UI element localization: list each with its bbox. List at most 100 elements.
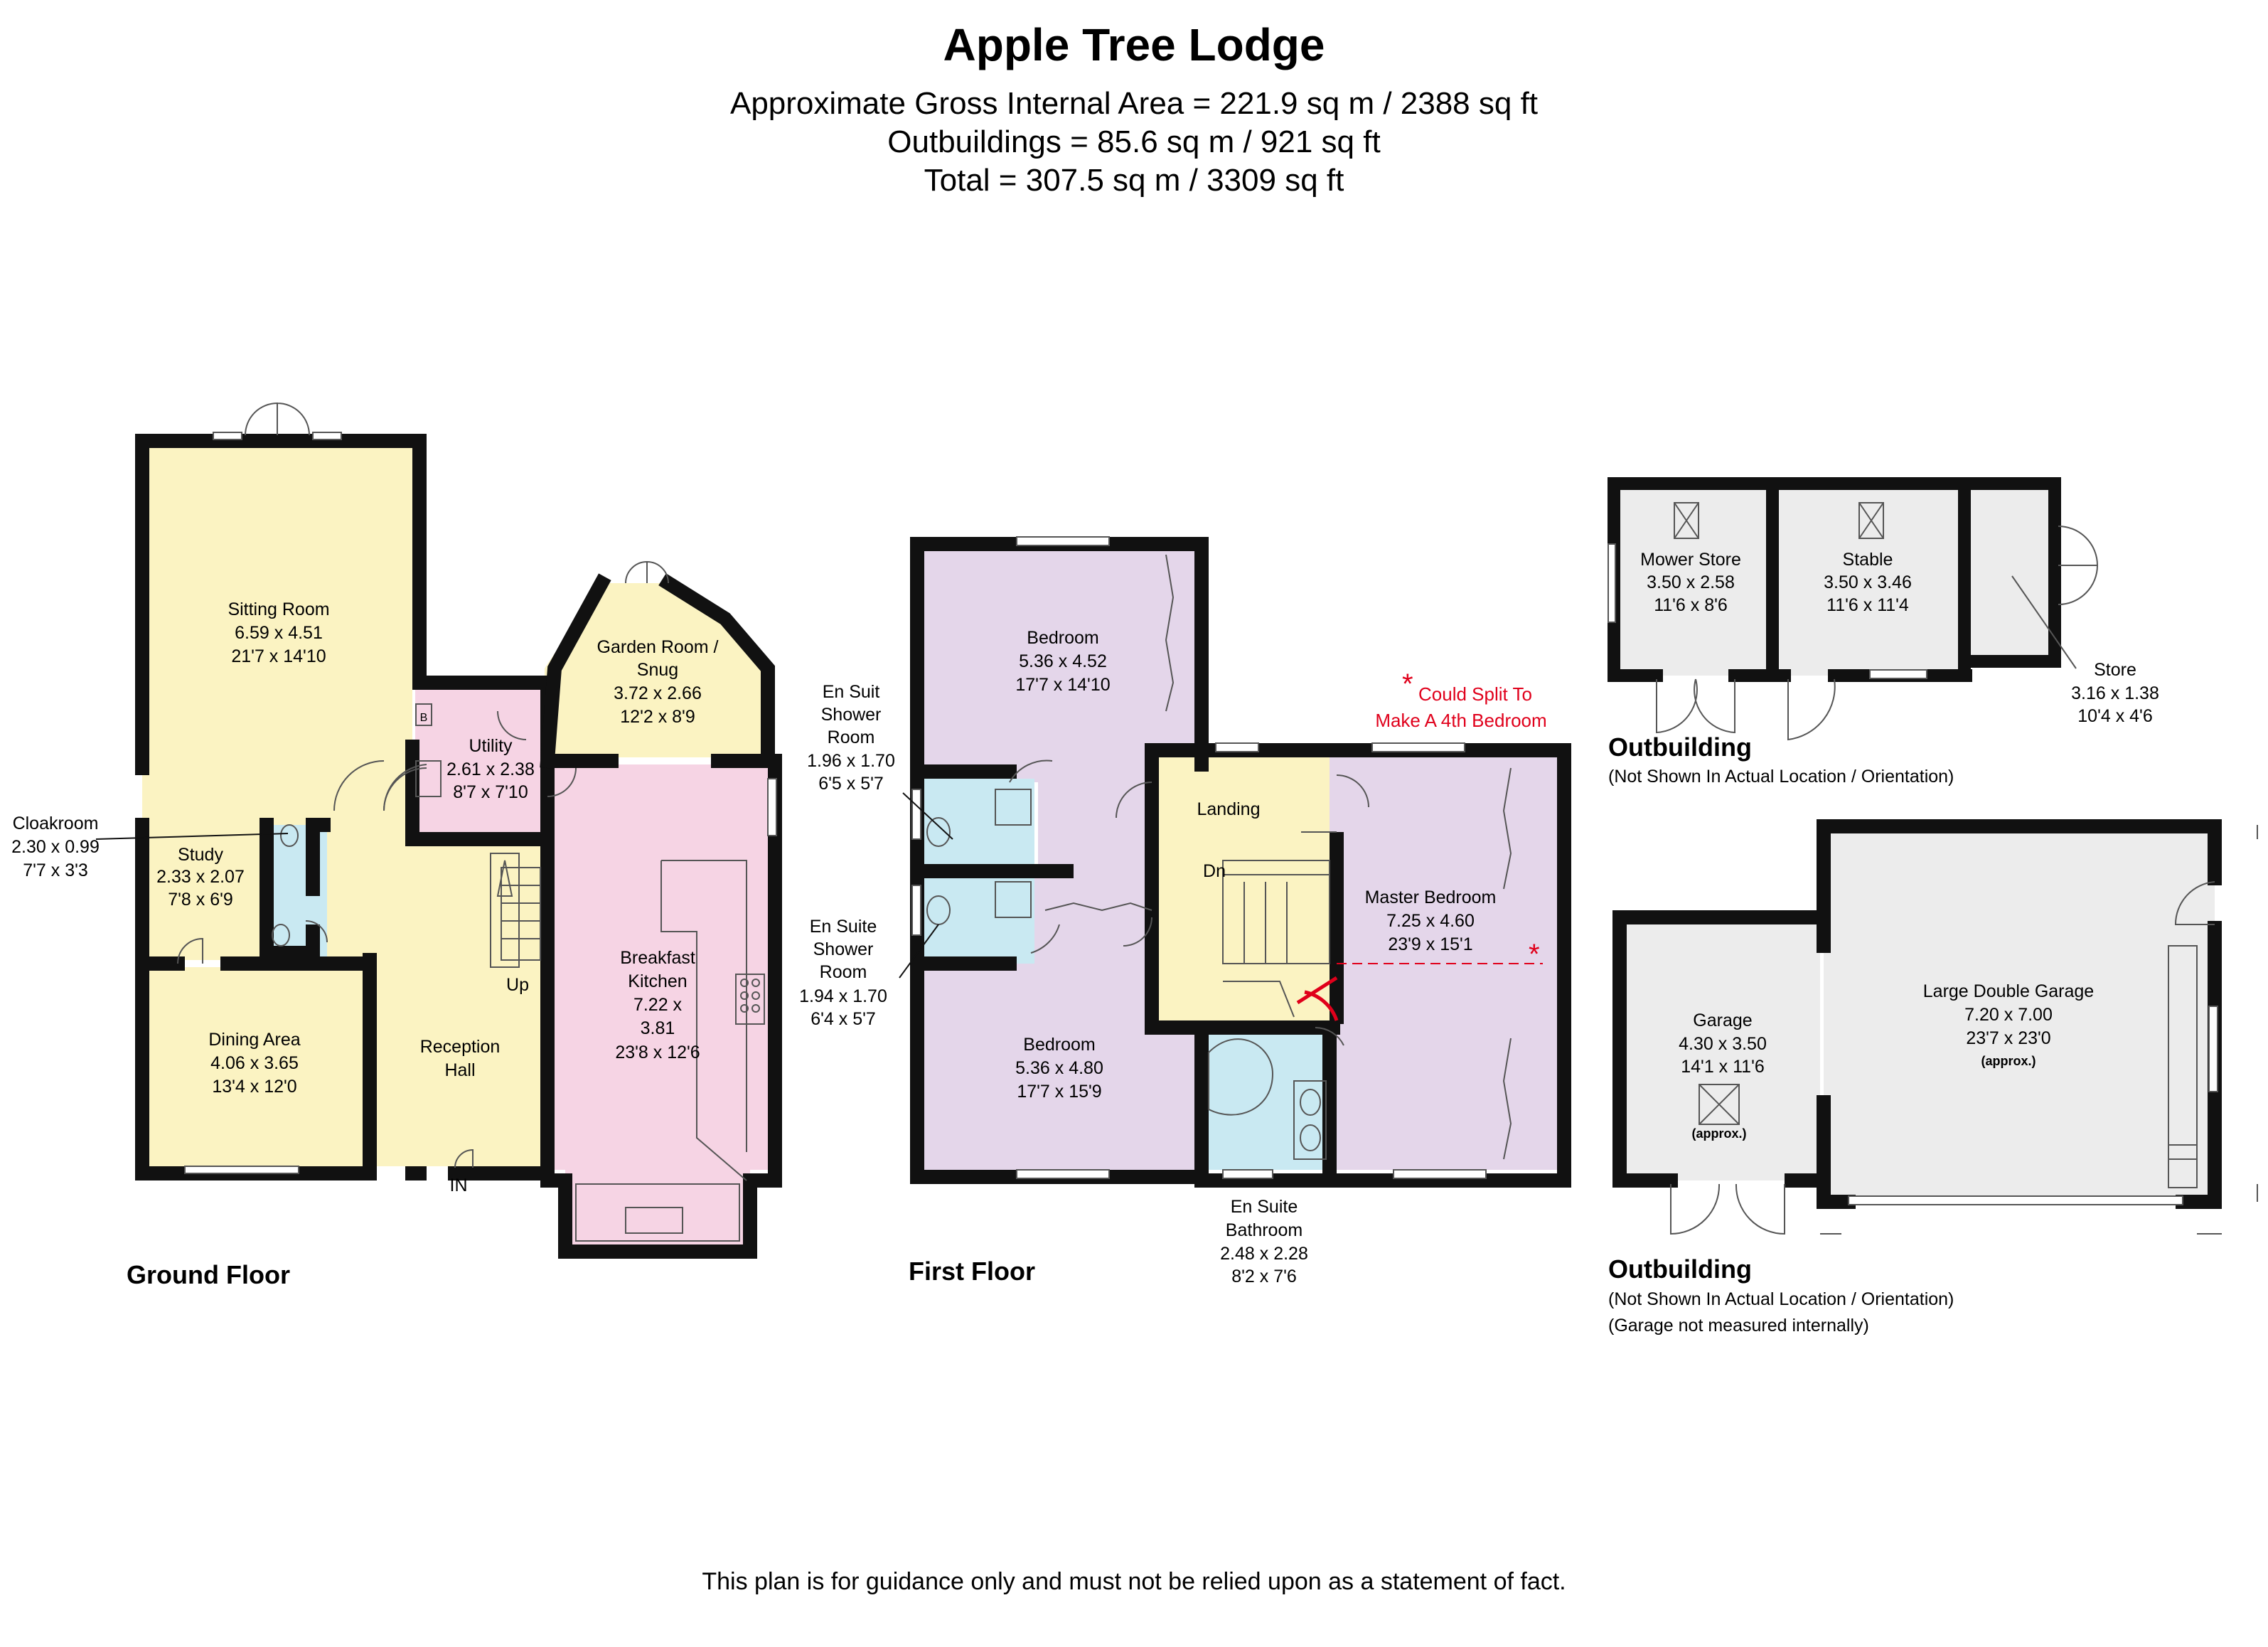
garden-room-name-1: Garden Room / [597, 637, 719, 657]
cloakroom-name: Cloakroom [13, 814, 99, 833]
bathroom-imperial: 8'2 x 7'6 [1231, 1267, 1297, 1286]
utility-imperial: 8'7 x 7'10 [453, 782, 528, 802]
double-garage-name: Large Double Garage [1923, 981, 2094, 1001]
utility-metric: 2.61 x 2.38 [446, 759, 535, 779]
stairs-down-label: Dn [1203, 861, 1226, 881]
outbuilding1-subtitle: (Not Shown In Actual Location / Orientat… [1608, 767, 1954, 787]
bedroom1-name: Bedroom [1027, 628, 1098, 648]
mower-store-imperial: 11'6 x 8'6 [1654, 595, 1728, 615]
garden-room-imperial: 12'2 x 8'9 [620, 707, 695, 727]
outbuilding1-heading: Outbuilding [1608, 732, 1752, 762]
outbuilding-1: Mower Store 3.50 x 2.58 11'6 x 8'6 Stabl… [1608, 477, 2159, 787]
dining-metric: 4.06 x 3.65 [210, 1053, 299, 1073]
store-imperial: 10'4 x 4'6 [2077, 706, 2152, 726]
stable-name: Stable [1843, 550, 1893, 570]
cloakroom-imperial: 7'7 x 3'3 [23, 860, 88, 880]
kitchen-fill [555, 764, 775, 1170]
bedroom1-fill [924, 544, 1202, 782]
study-metric: 2.33 x 2.07 [156, 867, 245, 887]
study-name: Study [178, 845, 223, 865]
store-metric: 3.16 x 1.38 [2071, 683, 2159, 703]
double-garage-approx: (approx.) [1981, 1054, 2036, 1068]
kitchen-metric-1: 7.22 x [633, 995, 683, 1015]
ground-floor-label: Ground Floor [127, 1260, 290, 1289]
gross-internal-area: Approximate Gross Internal Area = 221.9 … [730, 86, 1538, 121]
landing-label: Landing [1197, 799, 1261, 819]
mower-store-metric: 3.50 x 2.58 [1647, 572, 1735, 592]
door-swing-red [1296, 976, 1339, 1021]
bedroom2-metric: 5.36 x 4.80 [1015, 1058, 1103, 1078]
ensuite2-name-1: En Suite [810, 917, 877, 937]
cloakroom-metric: 2.30 x 0.99 [11, 837, 100, 857]
kitchen-metric-2: 3.81 [641, 1018, 675, 1038]
ensuit1-name-3: Room [828, 727, 875, 747]
ensuite2-name-2: Shower [813, 939, 874, 959]
outbuilding-2: Garage 4.30 x 3.50 14'1 x 11'6 (approx.)… [1608, 819, 2258, 1336]
sitting-room-imperial: 21'7 x 14'10 [231, 646, 326, 666]
double-garage-imperial: 23'7 x 23'0 [1966, 1028, 2050, 1048]
bathroom-metric: 2.48 x 2.28 [1220, 1244, 1308, 1264]
ensuit1-metric: 1.96 x 1.70 [807, 751, 895, 771]
ensuite2-imperial: 6'4 x 5'7 [811, 1009, 876, 1029]
bay-fill [565, 1170, 750, 1248]
master-name: Master Bedroom [1365, 888, 1497, 907]
ensuit1-imperial: 6'5 x 5'7 [818, 774, 884, 794]
dining-imperial: 13'4 x 12'0 [212, 1077, 296, 1097]
mower-store-name: Mower Store [1640, 550, 1741, 570]
garden-room-fill [545, 583, 768, 757]
sitting-room-name: Sitting Room [228, 599, 329, 619]
outbuildings-area: Outbuildings = 85.6 sq m / 921 sq ft [887, 124, 1380, 159]
utility-name: Utility [469, 736, 513, 756]
reception-name-2: Hall [444, 1060, 475, 1080]
double-garage-metric: 7.20 x 7.00 [1964, 1005, 2053, 1025]
split-note-line-1: Could Split To [1418, 683, 1532, 705]
split-note-star-2: * [1529, 939, 1540, 970]
garden-room-name-2: Snug [637, 660, 678, 680]
ground-floor: Sitting Room 6.59 x 4.51 21'7 x 14'10 Ga… [11, 402, 782, 1289]
plan-title: Apple Tree Lodge [943, 19, 1325, 70]
boiler-label: B [420, 712, 428, 724]
ensuit1-name-1: En Suit [823, 682, 880, 702]
garage-name: Garage [1693, 1011, 1752, 1030]
first-floor: Bedroom 5.36 x 4.52 17'7 x 14'10 En Suit… [799, 536, 1571, 1286]
ensuit1-name-2: Shower [821, 705, 882, 725]
master-imperial: 23'9 x 15'1 [1388, 934, 1472, 954]
garden-room-metric: 3.72 x 2.66 [614, 683, 702, 703]
dining-name: Dining Area [208, 1030, 300, 1050]
stable-imperial: 11'6 x 11'4 [1826, 595, 1909, 615]
utility-fill [415, 683, 545, 843]
master-metric: 7.25 x 4.60 [1386, 911, 1475, 931]
split-note-star: * [1402, 668, 1413, 700]
reception-name-1: Reception [420, 1037, 501, 1057]
store-name: Store [2094, 660, 2136, 680]
total-area: Total = 307.5 sq m / 3309 sq ft [924, 163, 1344, 198]
outbuilding2-heading: Outbuilding [1608, 1254, 1752, 1284]
ground-floor-details [177, 402, 777, 1242]
bedroom2-name: Bedroom [1023, 1035, 1095, 1055]
dining-fill [142, 967, 384, 1166]
garage-imperial: 14'1 x 11'6 [1681, 1057, 1765, 1077]
first-floor-details [911, 536, 1512, 1179]
stairs-up-label: Up [506, 975, 529, 995]
study-fill [142, 825, 260, 960]
split-note-line-2: Make A 4th Bedroom [1375, 710, 1546, 731]
bedroom2-imperial: 17'7 x 15'9 [1017, 1082, 1101, 1102]
outbuilding2-subtitle-2: (Garage not measured internally) [1608, 1316, 1869, 1336]
sitting-room-fill [142, 441, 412, 825]
garage-approx: (approx.) [1691, 1126, 1746, 1141]
bathroom-name-2: Bathroom [1226, 1220, 1303, 1240]
first-floor-label: First Floor [909, 1257, 1035, 1286]
disclaimer: This plan is for guidance only and must … [702, 1568, 1566, 1595]
bedroom1-imperial: 17'7 x 14'10 [1015, 675, 1110, 695]
bedroom1-metric: 5.36 x 4.52 [1019, 651, 1107, 671]
sitting-room-metric: 6.59 x 4.51 [235, 623, 323, 643]
entrance-label: IN [450, 1176, 468, 1195]
outbuilding2-subtitle-1: (Not Shown In Actual Location / Orientat… [1608, 1289, 1954, 1309]
ensuite2-name-3: Room [820, 962, 867, 982]
ensuite2-metric: 1.94 x 1.70 [799, 986, 887, 1006]
kitchen-name-2: Kitchen [628, 971, 687, 991]
bathroom-name-1: En Suite [1231, 1197, 1298, 1217]
master-fill [1330, 757, 1557, 1170]
kitchen-imperial: 23'8 x 12'6 [615, 1043, 700, 1062]
